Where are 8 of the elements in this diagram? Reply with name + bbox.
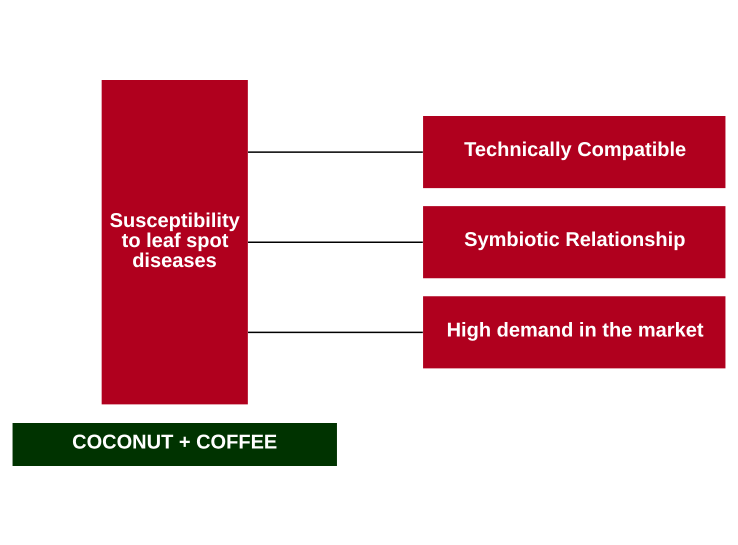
node-box: COCONUT + COFFEE xyxy=(12,422,337,466)
node-box: Symbiotic Relationship xyxy=(423,206,726,278)
connector xyxy=(248,240,423,242)
connector xyxy=(248,331,423,333)
node-box: Susceptibility to leaf spot diseases xyxy=(102,80,248,404)
node-box: Technically Compatible xyxy=(423,116,726,188)
node-box: High demand in the market xyxy=(423,296,726,368)
connector xyxy=(248,150,423,152)
